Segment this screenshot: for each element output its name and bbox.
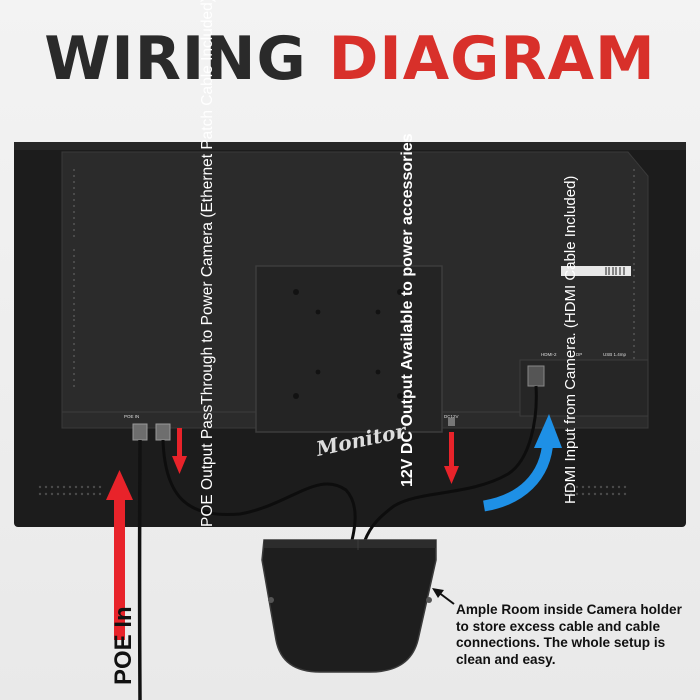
dc-arrow-shaft (449, 432, 454, 468)
port-label-dc: DC12V (444, 414, 459, 419)
port-label-hdmi: HDMI-2 (541, 352, 557, 357)
hdmi-arrow-head (534, 414, 562, 448)
poe-in-arrow-head (106, 470, 133, 500)
poe-out-arrow-head (172, 456, 187, 474)
title-word-wiring: WIRING (44, 24, 307, 94)
hdmi-cable (360, 385, 538, 549)
left-vents (73, 169, 635, 387)
vesa-plate (255, 265, 443, 433)
ample-room-label: Ample Room inside Camera holder to store… (456, 602, 682, 667)
dc-jack (448, 418, 455, 426)
bottom-vents (38, 485, 627, 496)
red-arrows (106, 428, 459, 640)
dc-output-label: 12V DC Output Available to power accesso… (399, 133, 416, 487)
poe-output-label: POE Output PassThrough to Power Camera (… (199, 0, 216, 527)
title-word-diagram: DIAGRAM (328, 24, 656, 94)
hdmi-connector (527, 365, 545, 387)
poe-out-connector (155, 423, 171, 441)
poe-out-arrow-shaft (177, 428, 182, 458)
hdmi-arrow-shaft (482, 439, 554, 512)
hdmi-input-label: HDMI Input from Camera. (HDMI Cable Incl… (562, 176, 579, 504)
poe-in-label: POE In (110, 606, 137, 685)
port-label-poe: POE IN (124, 414, 139, 419)
ethernet-patch-cable (161, 439, 357, 549)
poe-connector (132, 423, 148, 441)
port-label-usb: USB 1.4mp (603, 352, 627, 357)
pointer-arrow-head (432, 588, 444, 598)
page-title: WIRING DIAGRAM (0, 24, 700, 94)
port-label-dp: DP (576, 352, 582, 357)
serial-sticker (561, 266, 631, 276)
camera-holder (261, 539, 437, 673)
poe-in-arrow-shaft (114, 500, 125, 640)
dc-arrow-head (444, 466, 459, 484)
